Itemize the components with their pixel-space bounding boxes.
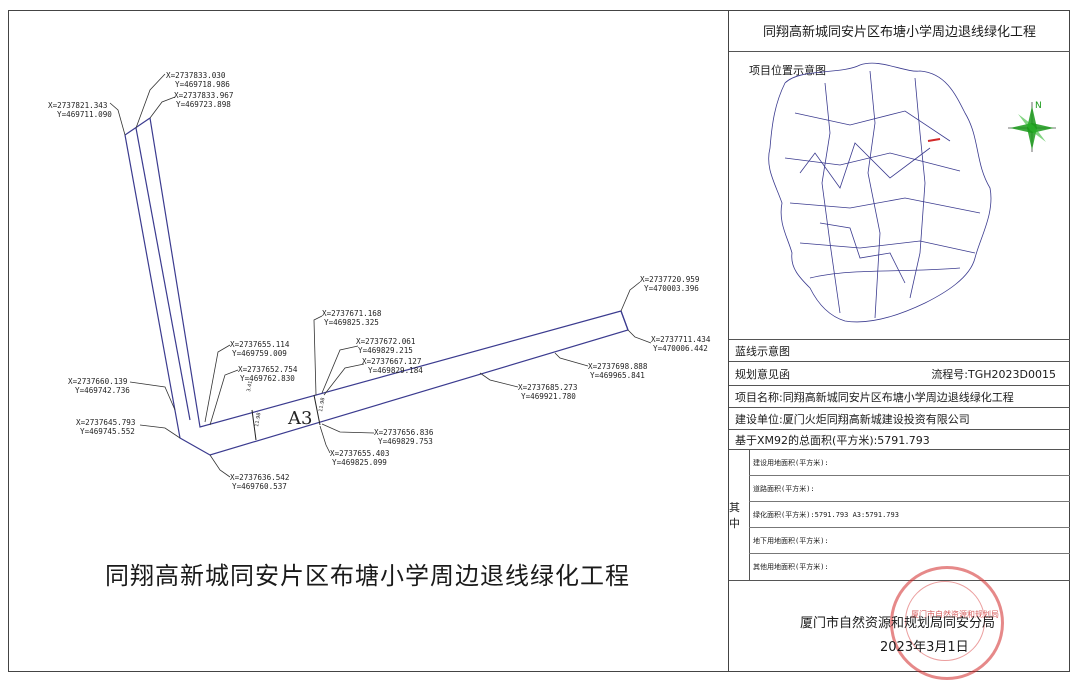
dim-label-1: 11.98 [254,412,262,427]
sub-row-underground: 地下用地面积(平方米): [749,528,1070,554]
panel-title: 同翔高新城同安片区布塘小学周边退线绿化工程 [729,10,1070,52]
stamp-inner-ring [905,581,985,661]
sub-row-building: 建设用地面积(平方米): [749,450,1070,476]
opinion-label: 规划意见函 [735,367,790,381]
svg-text:X=2737667.127: X=2737667.127 [362,357,421,366]
flow-number: 流程号:TGH2023D0015 [931,367,1056,381]
drawing-title: 同翔高新城同安片区布塘小学周边退线绿化工程 [105,562,630,590]
among-label: 其中 [729,450,750,580]
builder: 建设单位:厦门火炬同翔高新城建设投资有限公司 [729,408,1070,430]
drawing-frame [8,10,1070,672]
dim-label-3: 11.98 [318,397,326,412]
svg-text:X=2737685.273: X=2737685.273 [518,383,577,392]
info-panel: 同翔高新城同安片区布塘小学周边退线绿化工程 项目位置示意图 蓝线示意图 规划意见… [729,10,1070,672]
strip-end-top [124,117,151,136]
svg-text:X=2737655.114: X=2737655.114 [230,340,290,349]
svg-text:X=2737711.434: X=2737711.434 [651,335,711,344]
svg-text:Y=469745.552: Y=469745.552 [80,427,135,436]
area-breakdown: 其中 建设用地面积(平方米): 道路面积(平方米): 绿化面积(平方米):579… [729,450,1070,581]
svg-text:Y=469760.537: Y=469760.537 [232,482,287,491]
issue-date: 2023年3月1日 [880,640,969,655]
frame-divider [728,10,729,672]
north-label: N [1035,101,1042,111]
official-stamp: 厦门市自然资源和规划局 [890,566,1004,680]
svg-text:Y=469965.841: Y=469965.841 [590,371,645,380]
svg-text:X=2737720.959: X=2737720.959 [640,275,700,284]
svg-text:Y=469829.753: Y=469829.753 [378,437,433,446]
location-map-cell [729,52,1070,340]
svg-text:Y=469825.099: Y=469825.099 [332,458,387,467]
svg-text:Y=469762.830: Y=469762.830 [240,374,295,383]
svg-text:Y=469759.009: Y=469759.009 [232,349,287,358]
opinion-row: 规划意见函 流程号:TGH2023D0015 [729,362,1070,386]
svg-text:X=2737656.836: X=2737656.836 [374,428,434,437]
area-label: A3 [287,408,312,429]
svg-text:Y=469921.780: Y=469921.780 [521,392,576,401]
sub-row-green: 绿化面积(平方米):5791.793 A3:5791.793 [749,502,1070,528]
svg-text:X=2737671.168: X=2737671.168 [322,309,382,318]
svg-text:X=2737821.343: X=2737821.343 [48,101,107,110]
svg-text:Y=469825.325: Y=469825.325 [324,318,379,327]
svg-text:X=2737698.888: X=2737698.888 [588,362,648,371]
project-name: 项目名称:同翔高新城同安片区布塘小学周边退线绿化工程 [729,386,1070,408]
svg-text:Y=469711.090: Y=469711.090 [57,110,112,119]
svg-text:X=2737645.793: X=2737645.793 [76,418,135,427]
svg-text:Y=470006.442: Y=470006.442 [653,344,708,353]
svg-text:X=2737636.542: X=2737636.542 [230,473,289,482]
svg-text:Y=469829.215: Y=469829.215 [358,346,413,355]
svg-text:X=2737652.754: X=2737652.754 [238,365,298,374]
svg-text:X=2737833.030: X=2737833.030 [166,71,226,80]
dim-label-2: 3.41 [246,380,254,392]
svg-text:Y=469718.986: Y=469718.986 [175,80,230,89]
strip-outline-outer [124,117,629,456]
dim-line-2 [313,394,321,426]
svg-text:Y=469742.736: Y=469742.736 [75,386,130,395]
issuing-authority: 厦门市自然资源和规划局同安分局 [800,616,996,631]
svg-text:X=2737655.403: X=2737655.403 [330,449,389,458]
total-area: 基于XM92的总面积(平方米):5791.793 [729,430,1070,450]
svg-text:X=2737660.139: X=2737660.139 [68,377,128,386]
strip-end-right [620,310,629,331]
dim-line-1 [251,409,257,441]
svg-text:Y=469723.898: Y=469723.898 [176,100,231,109]
location-map [768,62,992,323]
svg-text:X=2737833.967: X=2737833.967 [174,91,233,100]
stamp-text: 厦门市自然资源和规划局 [911,610,999,619]
project-site-marker [927,138,941,142]
north-arrow-icon: N [1008,101,1056,152]
svg-text:Y=470003.396: Y=470003.396 [644,284,699,293]
svg-text:Y=469829.184: Y=469829.184 [368,366,423,375]
svg-text:X=2737672.061: X=2737672.061 [356,337,416,346]
site-plan: 11.98 3.41 11.98 A3 X=2737833.030Y=46971… [48,71,711,491]
strip-outline-inner [135,127,191,421]
sub-row-road: 道路面积(平方米): [749,476,1070,502]
sub-row-other: 其他用地面积(平方米): [753,563,829,571]
blueline-label: 蓝线示意图 [729,340,1070,362]
